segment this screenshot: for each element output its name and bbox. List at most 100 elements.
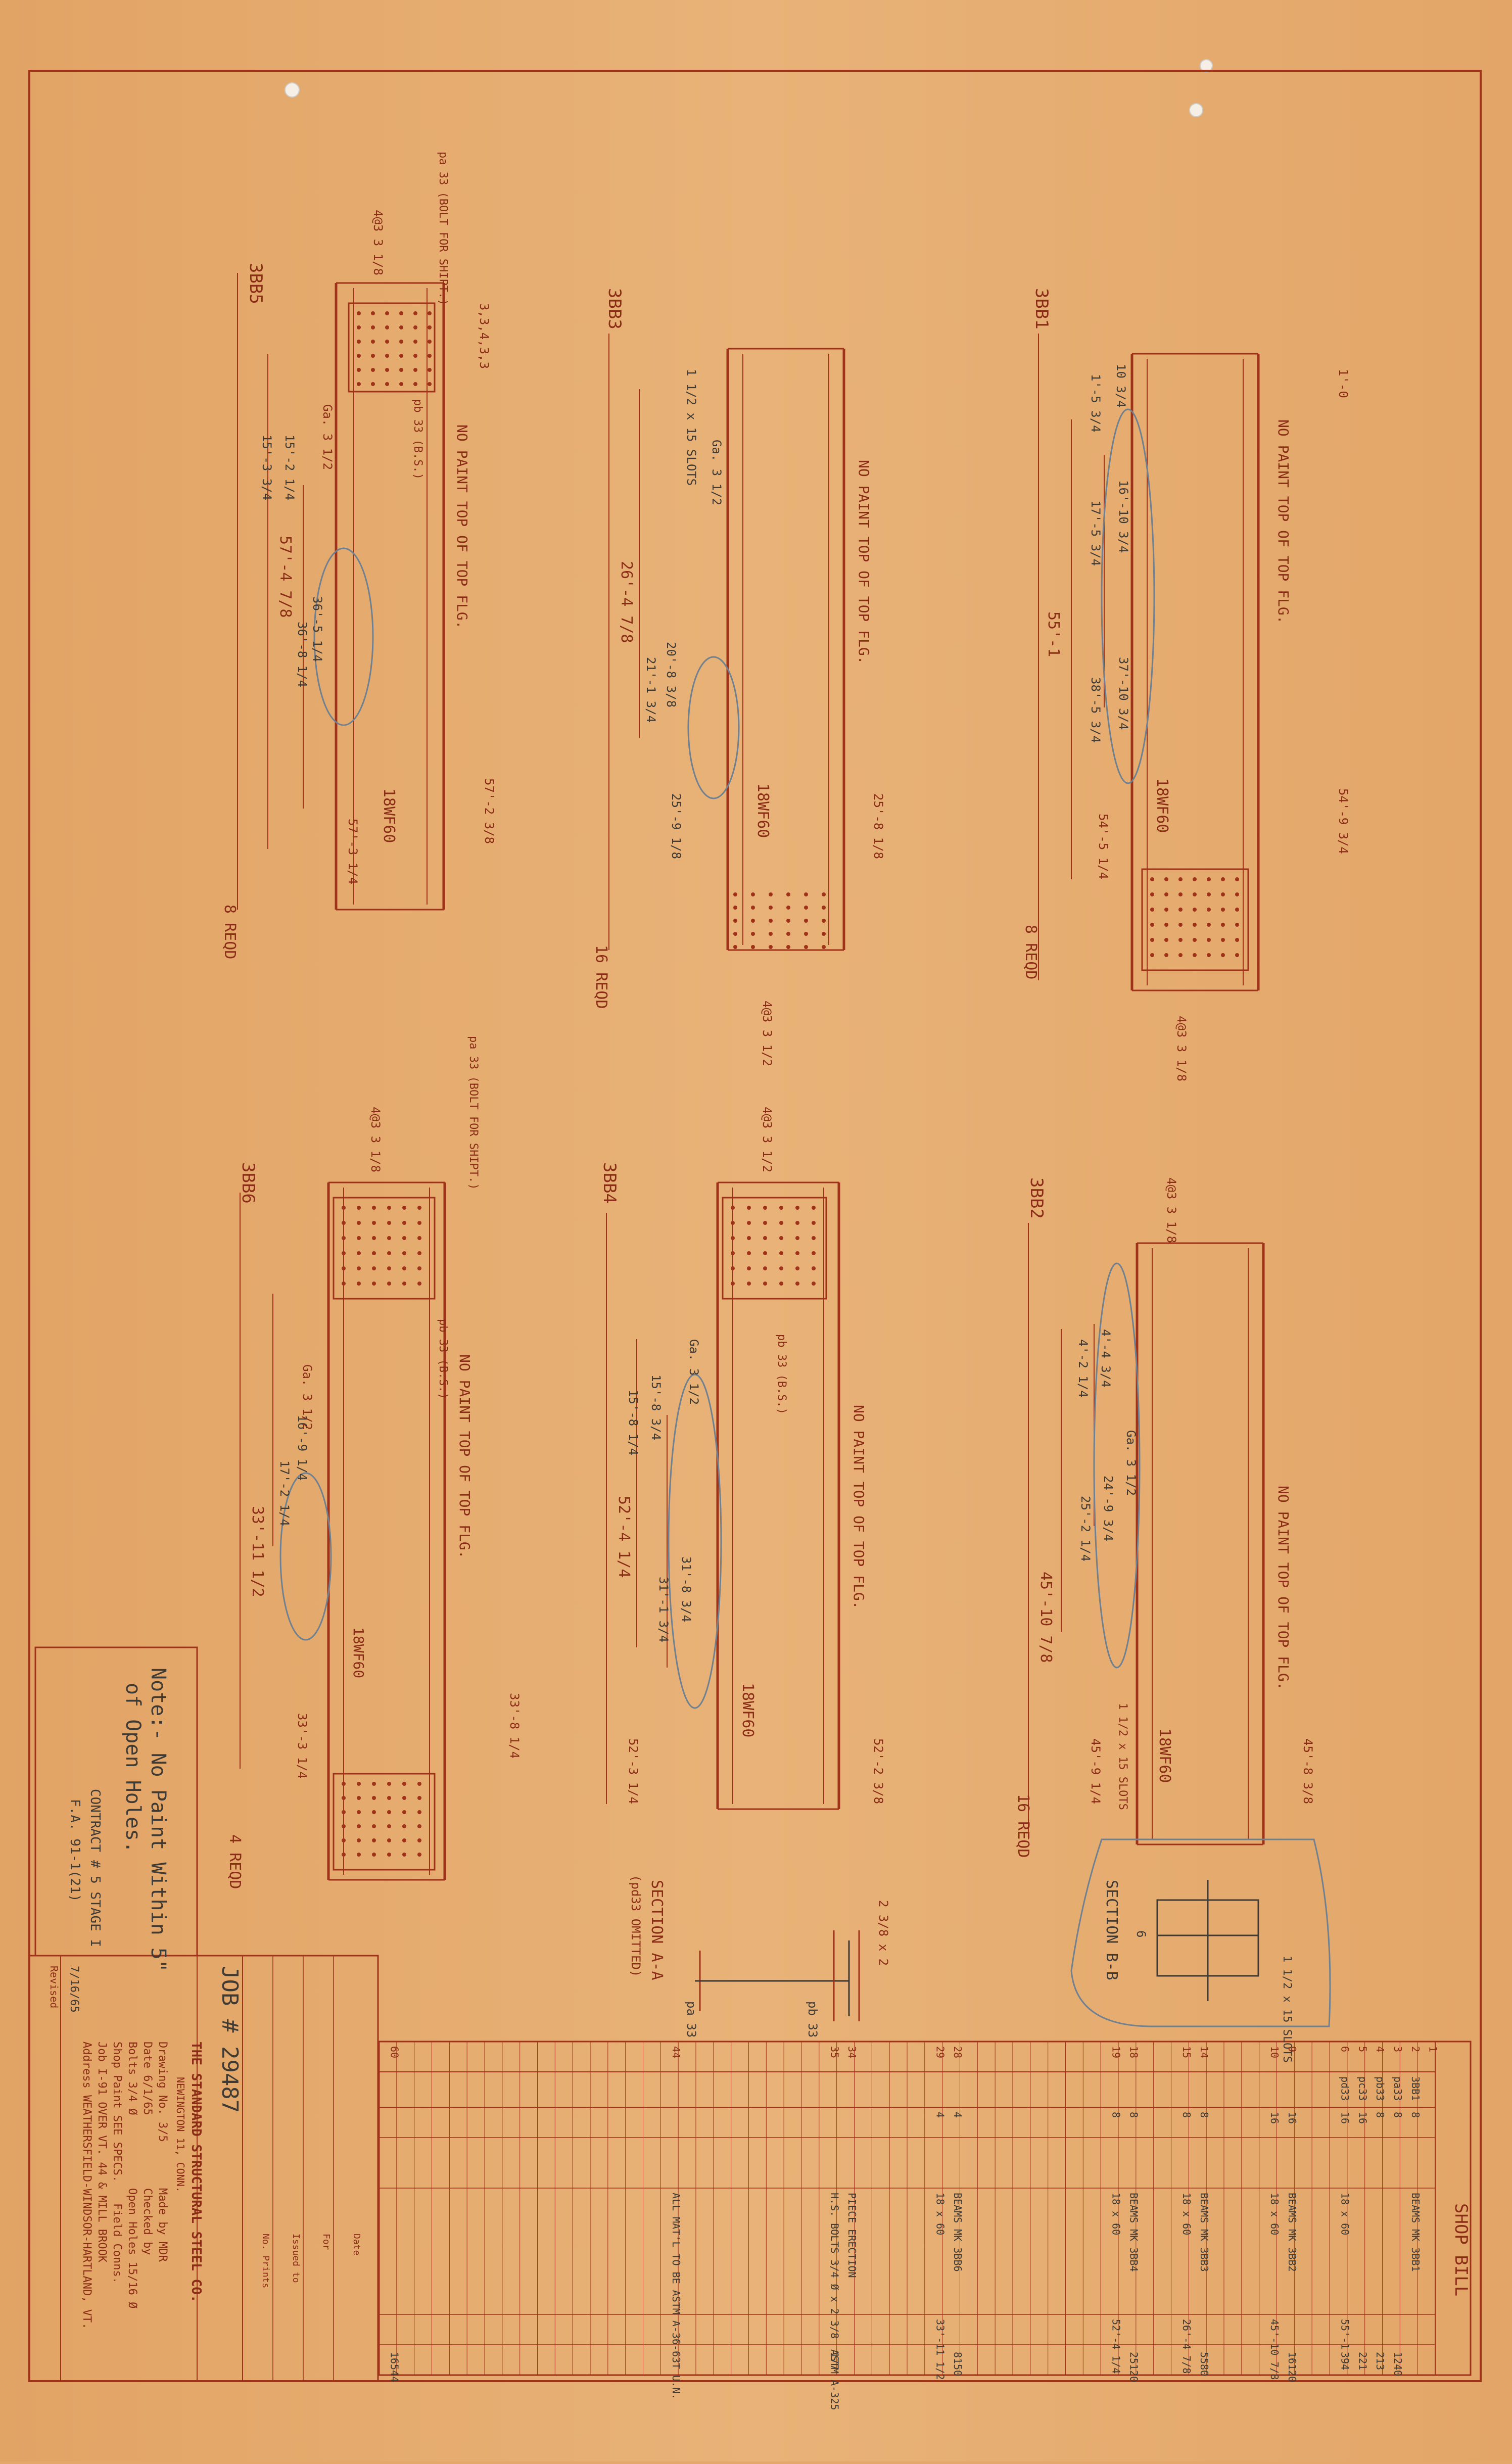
drawing-no: Drawing No. 3/5 xyxy=(156,2042,169,2142)
bill-cell: 8 xyxy=(1374,2112,1386,2118)
bill-cell: 5580 xyxy=(1198,2352,1210,2376)
section-label: 6 xyxy=(1134,1930,1148,1937)
bill-cell: 18 x 60 xyxy=(934,2193,946,2235)
bolt-hole xyxy=(357,1824,361,1828)
note-box xyxy=(34,1646,198,1957)
dimension-note: pa 33 (BOLT FOR SHIPT.) xyxy=(467,1036,480,1190)
revised-date: 7/16/65 xyxy=(68,1966,80,2013)
bolt-hole xyxy=(1207,938,1211,942)
bolt-hole xyxy=(812,1206,816,1210)
bolt-hole xyxy=(402,1236,406,1240)
bolt-hole xyxy=(342,1782,346,1786)
bill-cell: 3BB1 xyxy=(1409,2076,1422,2101)
made-by: Made by MDR xyxy=(156,2188,169,2262)
bolt-hole xyxy=(1150,892,1154,896)
bolt-hole xyxy=(747,1236,751,1240)
dimension-note: 54'-9 3/4 xyxy=(1336,788,1350,854)
bolt-hole xyxy=(402,1221,406,1225)
bill-cell: 213 xyxy=(1374,2352,1386,2370)
bolt-hole xyxy=(1164,923,1168,927)
dimension-note: 4@3 3 1/2 xyxy=(760,1107,774,1172)
address: Address WEATHERSFIELD-WINDSOR-HARTLAND, … xyxy=(80,2042,93,2330)
beam-reqd: 4 REQD xyxy=(226,1834,244,1889)
bolt-hole xyxy=(1221,908,1225,912)
bolt-hole xyxy=(342,1282,346,1286)
beam-reqd: 16 REQD xyxy=(592,945,610,1009)
bolt-hole xyxy=(779,1251,783,1255)
shop-paint: Shop Paint SEE SPECS. xyxy=(111,2042,123,2182)
bolt-hole xyxy=(747,1266,751,1270)
bolt-hole xyxy=(1193,938,1197,942)
bolt-hole xyxy=(342,1824,346,1828)
section-a-title: SECTION A-A xyxy=(648,1880,666,1980)
bill-cell: 52'-4 1/4 xyxy=(1110,2319,1122,2374)
beam-text-3bb6: 3BB6 18WF60 33'-11 1/2 4 REQD 4@3 3 1/8 … xyxy=(226,1036,522,1889)
bill-cell: 8 xyxy=(1392,2112,1404,2118)
bolt-hole xyxy=(1178,877,1183,881)
section-label: pa 33 xyxy=(684,2001,698,2037)
dimension-note: 15'-2 1/4 xyxy=(282,435,297,500)
bolt-hole xyxy=(372,1236,376,1240)
bolt-hole xyxy=(1164,908,1168,912)
bolt-hole xyxy=(387,1838,391,1842)
bolt-hole xyxy=(402,1282,406,1286)
bill-cell: 18 x 60 xyxy=(1268,2193,1281,2235)
bolt-hole xyxy=(733,945,737,949)
bolt-hole xyxy=(822,919,826,923)
prints-label: No. Prints xyxy=(260,2234,271,2288)
bolt-hole xyxy=(1150,908,1154,912)
beam-panel-3bb3 xyxy=(608,334,845,951)
section-label: pb 33 xyxy=(806,2001,820,2037)
bill-cell: 5 xyxy=(1356,2046,1368,2052)
bill-cell: 16 xyxy=(1339,2112,1351,2124)
bolt-hole xyxy=(786,892,790,896)
bolt-hole xyxy=(385,368,389,372)
shop-bill-grid xyxy=(379,2042,1436,2375)
dimension-note: Ga. 3 1/2 xyxy=(300,1364,314,1430)
bolt-hole xyxy=(751,919,755,923)
beam-text-3bb3: 3BB3 18WF60 26'-4 7/8 16 REQD 1 1/2 x 15… xyxy=(592,288,885,1066)
bolt-hole xyxy=(371,311,375,315)
dimension-note: 21'-1 3/4 xyxy=(644,657,658,723)
bill-cell: 60 xyxy=(388,2046,400,2058)
beam-size: 18WF60 xyxy=(1156,1728,1173,1783)
bill-cell: 28 xyxy=(952,2046,964,2058)
bolt-hole xyxy=(357,1266,361,1270)
bolt-hole xyxy=(372,1824,376,1828)
dimension-note: 57'-3 1/4 xyxy=(346,819,360,884)
beam-size: 18WF60 xyxy=(350,1627,367,1678)
bolt-hole xyxy=(387,1853,391,1857)
dimension-note: pa 33 (BOLT FOR SHIPT.) xyxy=(437,152,449,306)
bolt-hole xyxy=(795,1266,799,1270)
bill-cell: 8150 xyxy=(952,2352,964,2376)
title-block-text: JOB # 29487 THE STANDARD STRUCTURAL STEE… xyxy=(48,1966,362,2330)
beam-mark: 3BB5 xyxy=(246,263,266,304)
bolt-hole xyxy=(402,1853,406,1857)
section-a-text: SECTION A-A (pd33 OMITTED) pa 33 pb 33 2… xyxy=(629,1875,890,2037)
bolt-hole xyxy=(385,382,389,386)
bolt-hole xyxy=(399,340,403,344)
bolt-hole xyxy=(402,1838,406,1842)
bill-cell: 221 xyxy=(1356,2352,1368,2370)
bolt-hole xyxy=(372,1838,376,1842)
bolt-hole xyxy=(357,354,361,358)
bill-cell: 8 xyxy=(1127,2112,1140,2118)
bolt-hole xyxy=(1164,877,1168,881)
dimension-note: 1'-5 3/4 xyxy=(1089,374,1103,433)
dimension-note: 16'-9 1/4 xyxy=(295,1415,309,1481)
bolt-hole xyxy=(1207,953,1211,957)
bolt-hole xyxy=(428,354,432,358)
dimension-note: 33'-3 1/4 xyxy=(295,1713,309,1779)
note-text: Note:- No Paint Within 5" of Open Holes.… xyxy=(67,1668,170,1972)
bolt-hole xyxy=(763,1221,767,1225)
bill-cell: BEAMS MK 3BB3 xyxy=(1198,2193,1210,2272)
bolt-hole xyxy=(357,340,361,344)
bill-cell: 35 xyxy=(828,2046,840,2058)
bolt-hole xyxy=(1164,892,1168,896)
bill-cell: 55'-1 xyxy=(1339,2319,1351,2349)
beam-length: 33'-11 1/2 xyxy=(249,1506,266,1597)
bill-cell: 15 xyxy=(1180,2046,1193,2058)
dimension-note: pb 33 (B.S.) xyxy=(775,1334,788,1414)
bill-cell: 14 xyxy=(1198,2046,1210,2058)
bill-cell: 25120 xyxy=(1127,2352,1140,2382)
